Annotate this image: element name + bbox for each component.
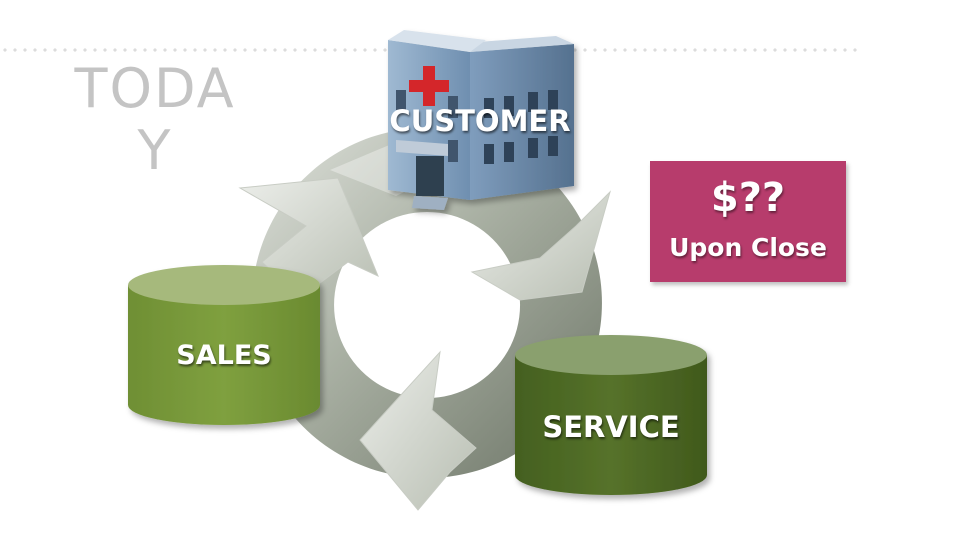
slide-title: TODA Y (60, 58, 250, 182)
sales-cylinder-icon (128, 265, 320, 425)
red-cross-icon (409, 66, 449, 106)
customer-label: CUSTOMER (389, 104, 571, 138)
hospital-building-icon (388, 30, 574, 210)
slide-title-line-1: TODA (74, 57, 236, 120)
sales-label: SALES (176, 340, 272, 371)
service-label: SERVICE (542, 410, 680, 444)
price-amount: $?? (710, 175, 786, 221)
price-note: Upon Close (669, 233, 827, 262)
slide-title-line-2: Y (137, 119, 173, 182)
price-callout: $?? Upon Close (650, 161, 846, 282)
cycle-arrow-right (470, 190, 611, 301)
service-cylinder-icon (515, 335, 707, 495)
cycle-arrow-bottom (359, 350, 477, 511)
